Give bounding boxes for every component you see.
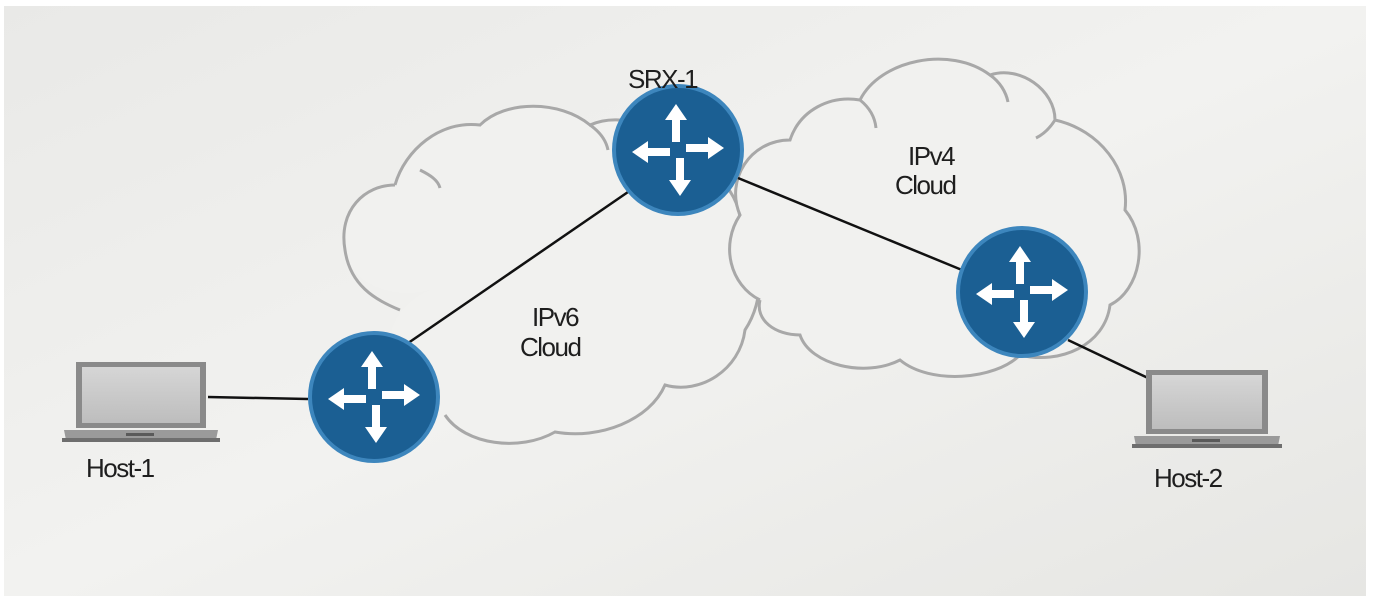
- ipv4-cloud-label-line2: Cloud: [895, 170, 955, 200]
- ipv4-edge-router[interactable]: [956, 226, 1088, 358]
- router-icon: [308, 331, 440, 463]
- host1-laptop[interactable]: [62, 362, 220, 442]
- router-icon: [612, 84, 744, 216]
- link-router-srx1: [397, 190, 629, 352]
- srx1-label: SRX-1: [628, 64, 698, 94]
- laptop-icon: [62, 362, 220, 442]
- laptop-icon: [1132, 370, 1282, 448]
- host2-laptop[interactable]: [1132, 370, 1282, 448]
- ipv6-edge-router[interactable]: [308, 331, 440, 463]
- links: [207, 176, 1149, 401]
- link-host1-router: [207, 395, 309, 401]
- link-router-host2: [1067, 338, 1149, 380]
- srx1-router[interactable]: [612, 84, 744, 216]
- ipv6-cloud-label-line1: IPv6: [532, 302, 579, 332]
- link-srx1-router: [737, 176, 963, 272]
- ipv6-cloud-label-line2: Cloud: [520, 332, 580, 362]
- ipv4-cloud-label-line1: IPv4: [908, 141, 955, 171]
- host2-label: Host-2: [1154, 463, 1223, 493]
- router-icon: [956, 226, 1088, 358]
- host1-label: Host-1: [86, 453, 155, 483]
